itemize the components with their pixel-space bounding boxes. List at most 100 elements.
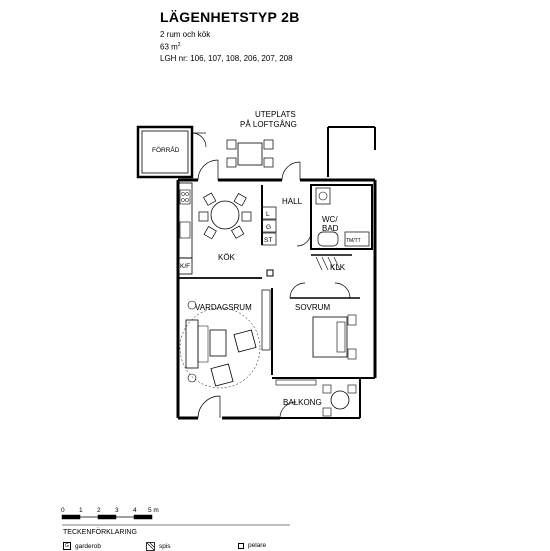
washbasin bbox=[315, 187, 331, 205]
patio-chair-2 bbox=[226, 157, 237, 168]
legend-item-garderob: G garderob bbox=[63, 542, 101, 550]
bedroom-door-swing bbox=[289, 282, 306, 299]
dining-table bbox=[210, 200, 240, 230]
entrance-door-swing bbox=[197, 159, 219, 181]
stove bbox=[179, 189, 191, 205]
scale-tick-5: 5 m bbox=[148, 507, 159, 514]
label-bad: BAD bbox=[322, 224, 339, 233]
balcony-door-glass bbox=[275, 379, 317, 386]
balcony-chair-2 bbox=[347, 384, 357, 394]
label-st: ST bbox=[264, 237, 272, 244]
side-lamp bbox=[187, 373, 197, 383]
plan-title: LÄGENHETSTYP 2B bbox=[160, 9, 300, 25]
balcony-chair-3 bbox=[322, 407, 332, 417]
stove-burner-3 bbox=[181, 198, 185, 202]
rug bbox=[179, 307, 261, 389]
room-count: 2 rum och kök bbox=[160, 30, 211, 39]
patio-chair-4 bbox=[263, 157, 274, 168]
bed-pillow bbox=[336, 321, 346, 353]
scale-seg-3 bbox=[97, 514, 117, 520]
scale-seg-5 bbox=[133, 514, 153, 520]
storage-door-swing bbox=[191, 132, 207, 148]
closet-st bbox=[261, 232, 277, 246]
dining-chair-5 bbox=[203, 226, 217, 240]
legend-title: TECKENFÖRKLARING bbox=[63, 529, 137, 536]
scale-tick-0: 0 bbox=[61, 507, 65, 514]
bathroom bbox=[310, 184, 373, 250]
toilet bbox=[317, 231, 339, 247]
bed bbox=[312, 316, 348, 358]
klk-door-swing bbox=[334, 282, 351, 299]
coffee-table bbox=[209, 329, 227, 357]
label-balkong: BALKONG bbox=[283, 398, 322, 407]
balcony-chair-1 bbox=[322, 384, 332, 394]
balcony-table bbox=[330, 390, 350, 410]
legend-item-spis: spis bbox=[146, 542, 171, 551]
fridge-freezer bbox=[177, 257, 193, 275]
legend-label-garderob: garderob bbox=[75, 542, 102, 550]
label-kf: K/F bbox=[180, 263, 190, 270]
legend-item-pelare: pelare bbox=[238, 542, 266, 549]
balcony-door-swing bbox=[279, 401, 297, 419]
scale-tick-2: 2 bbox=[97, 507, 101, 514]
closet-l bbox=[261, 206, 277, 220]
stove-burner-1 bbox=[181, 192, 185, 196]
plant-pot bbox=[187, 300, 197, 310]
label-forrad: FÖRRÅD bbox=[152, 145, 180, 154]
dining-chair-6 bbox=[231, 225, 245, 239]
stove-burner-4 bbox=[185, 198, 189, 202]
kitchen-sink bbox=[179, 221, 191, 239]
klk-hanger-3 bbox=[327, 256, 335, 271]
closet-g bbox=[261, 219, 277, 233]
stove-symbol-icon bbox=[146, 542, 155, 551]
label-g: G bbox=[266, 224, 271, 231]
side-door-swing bbox=[281, 161, 301, 181]
klk-hanger-4 bbox=[333, 256, 341, 271]
scale-tick-3: 3 bbox=[115, 507, 119, 514]
armchair-1 bbox=[233, 329, 257, 353]
label-wc: WC/ bbox=[322, 215, 338, 224]
scale-tick-4: 4 bbox=[133, 507, 137, 514]
washer-dryer bbox=[344, 231, 370, 247]
dining-chair-1 bbox=[203, 192, 217, 206]
nightstand-1 bbox=[347, 314, 357, 326]
label-pa-loftgang: PÅ LOFTGÅNG bbox=[240, 120, 297, 129]
nightstand-2 bbox=[347, 348, 357, 360]
scale-tick-1: 1 bbox=[79, 507, 83, 514]
patio-chair-1 bbox=[226, 139, 237, 150]
label-tmtt: TM/TT bbox=[346, 238, 361, 244]
area-value: 63 m bbox=[160, 42, 178, 52]
label-l: L bbox=[266, 211, 270, 218]
klk-hanger-2 bbox=[321, 256, 329, 271]
label-hall: HALL bbox=[282, 197, 303, 206]
storage-room-inner bbox=[141, 130, 189, 174]
sofa-cushion bbox=[197, 325, 209, 363]
storage-room bbox=[136, 125, 194, 179]
bathroom-door-swing bbox=[296, 231, 312, 247]
legend-label-spis: spis bbox=[159, 543, 171, 550]
pillar bbox=[266, 269, 274, 277]
legend-label-pelare: pelare bbox=[248, 542, 267, 549]
area: 63 m2 bbox=[160, 42, 181, 52]
scale-seg-1 bbox=[61, 514, 81, 520]
label-vardagsrum: VARDAGSRUM bbox=[195, 303, 252, 312]
patio-chair-3 bbox=[263, 139, 274, 150]
outer-walls bbox=[176, 178, 377, 420]
label-klk: KLK bbox=[330, 263, 346, 272]
stove-burner-2 bbox=[185, 192, 189, 196]
sofa bbox=[185, 319, 199, 369]
label-uteplats: UTEPLATS bbox=[255, 110, 296, 119]
dining-chair-3 bbox=[198, 211, 209, 222]
garderob-symbol: G bbox=[63, 542, 71, 550]
area-unit-sup: 2 bbox=[177, 42, 181, 48]
living-door-swing bbox=[197, 395, 221, 419]
pillar-symbol bbox=[238, 542, 244, 549]
washbasin-bowl bbox=[318, 191, 328, 201]
bookshelf bbox=[261, 289, 271, 351]
patio-table bbox=[237, 142, 263, 166]
dining-chair-2 bbox=[233, 193, 247, 207]
klk-hanger-1 bbox=[315, 256, 323, 271]
label-sovrum: SOVRUM bbox=[295, 303, 330, 312]
label-kok: KÖK bbox=[218, 253, 236, 262]
